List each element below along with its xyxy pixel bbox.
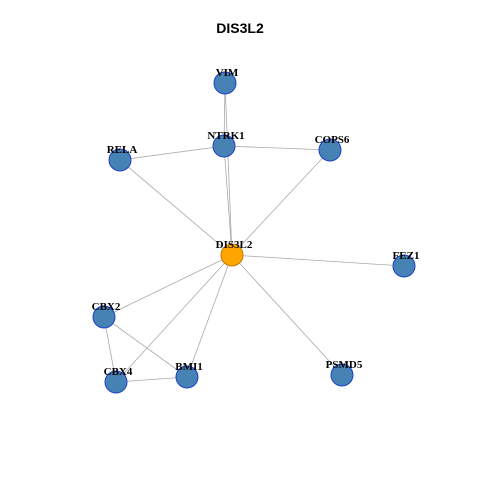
node-label-cops6: COPS6 — [315, 134, 350, 146]
node-label-ntrk1: NTRK1 — [207, 130, 244, 142]
node-label-psmd5: PSMD5 — [326, 359, 363, 371]
node-label-bmi1: BMI1 — [175, 361, 203, 373]
edges-layer — [103, 82, 405, 383]
graph-title: DIS3L2 — [216, 20, 264, 36]
node-label-rela: RELA — [107, 144, 138, 156]
node-vim — [213, 71, 237, 95]
node-label-cbx2: CBX2 — [92, 301, 121, 313]
edge-dis3l2-ntrk1 — [223, 145, 233, 256]
edge-dis3l2-psmd5 — [231, 254, 343, 376]
node-ntrk1 — [212, 134, 236, 158]
edge-cbx4-bmi1 — [115, 376, 188, 383]
edge-dis3l2-fez1 — [231, 254, 405, 267]
edge-dis3l2-vim — [224, 82, 233, 256]
nodes-layer — [92, 71, 416, 394]
edge-cbx2-bmi1 — [103, 316, 188, 378]
edge-ntrk1-cops6 — [223, 145, 331, 151]
node-rela — [108, 148, 132, 172]
edge-dis3l2-cbx4 — [115, 254, 233, 383]
node-label-dis3l2: DIS3L2 — [216, 239, 253, 251]
node-bmi1 — [175, 365, 199, 389]
node-label-cbx4: CBX4 — [104, 366, 133, 378]
node-cops6 — [318, 138, 342, 162]
node-psmd5 — [330, 363, 354, 387]
node-label-vim: VIM — [216, 67, 239, 79]
edge-ntrk1-rela — [119, 145, 225, 161]
node-dis3l2 — [220, 243, 244, 267]
edge-dis3l2-cbx2 — [103, 254, 233, 318]
node-label-fez1: FEZ1 — [393, 250, 420, 262]
node-fez1 — [392, 254, 416, 278]
edge-dis3l2-bmi1 — [186, 254, 233, 378]
node-cbx2 — [92, 305, 116, 329]
node-cbx4 — [104, 370, 128, 394]
edge-dis3l2-rela — [119, 159, 233, 256]
edge-dis3l2-cops6 — [231, 149, 331, 256]
